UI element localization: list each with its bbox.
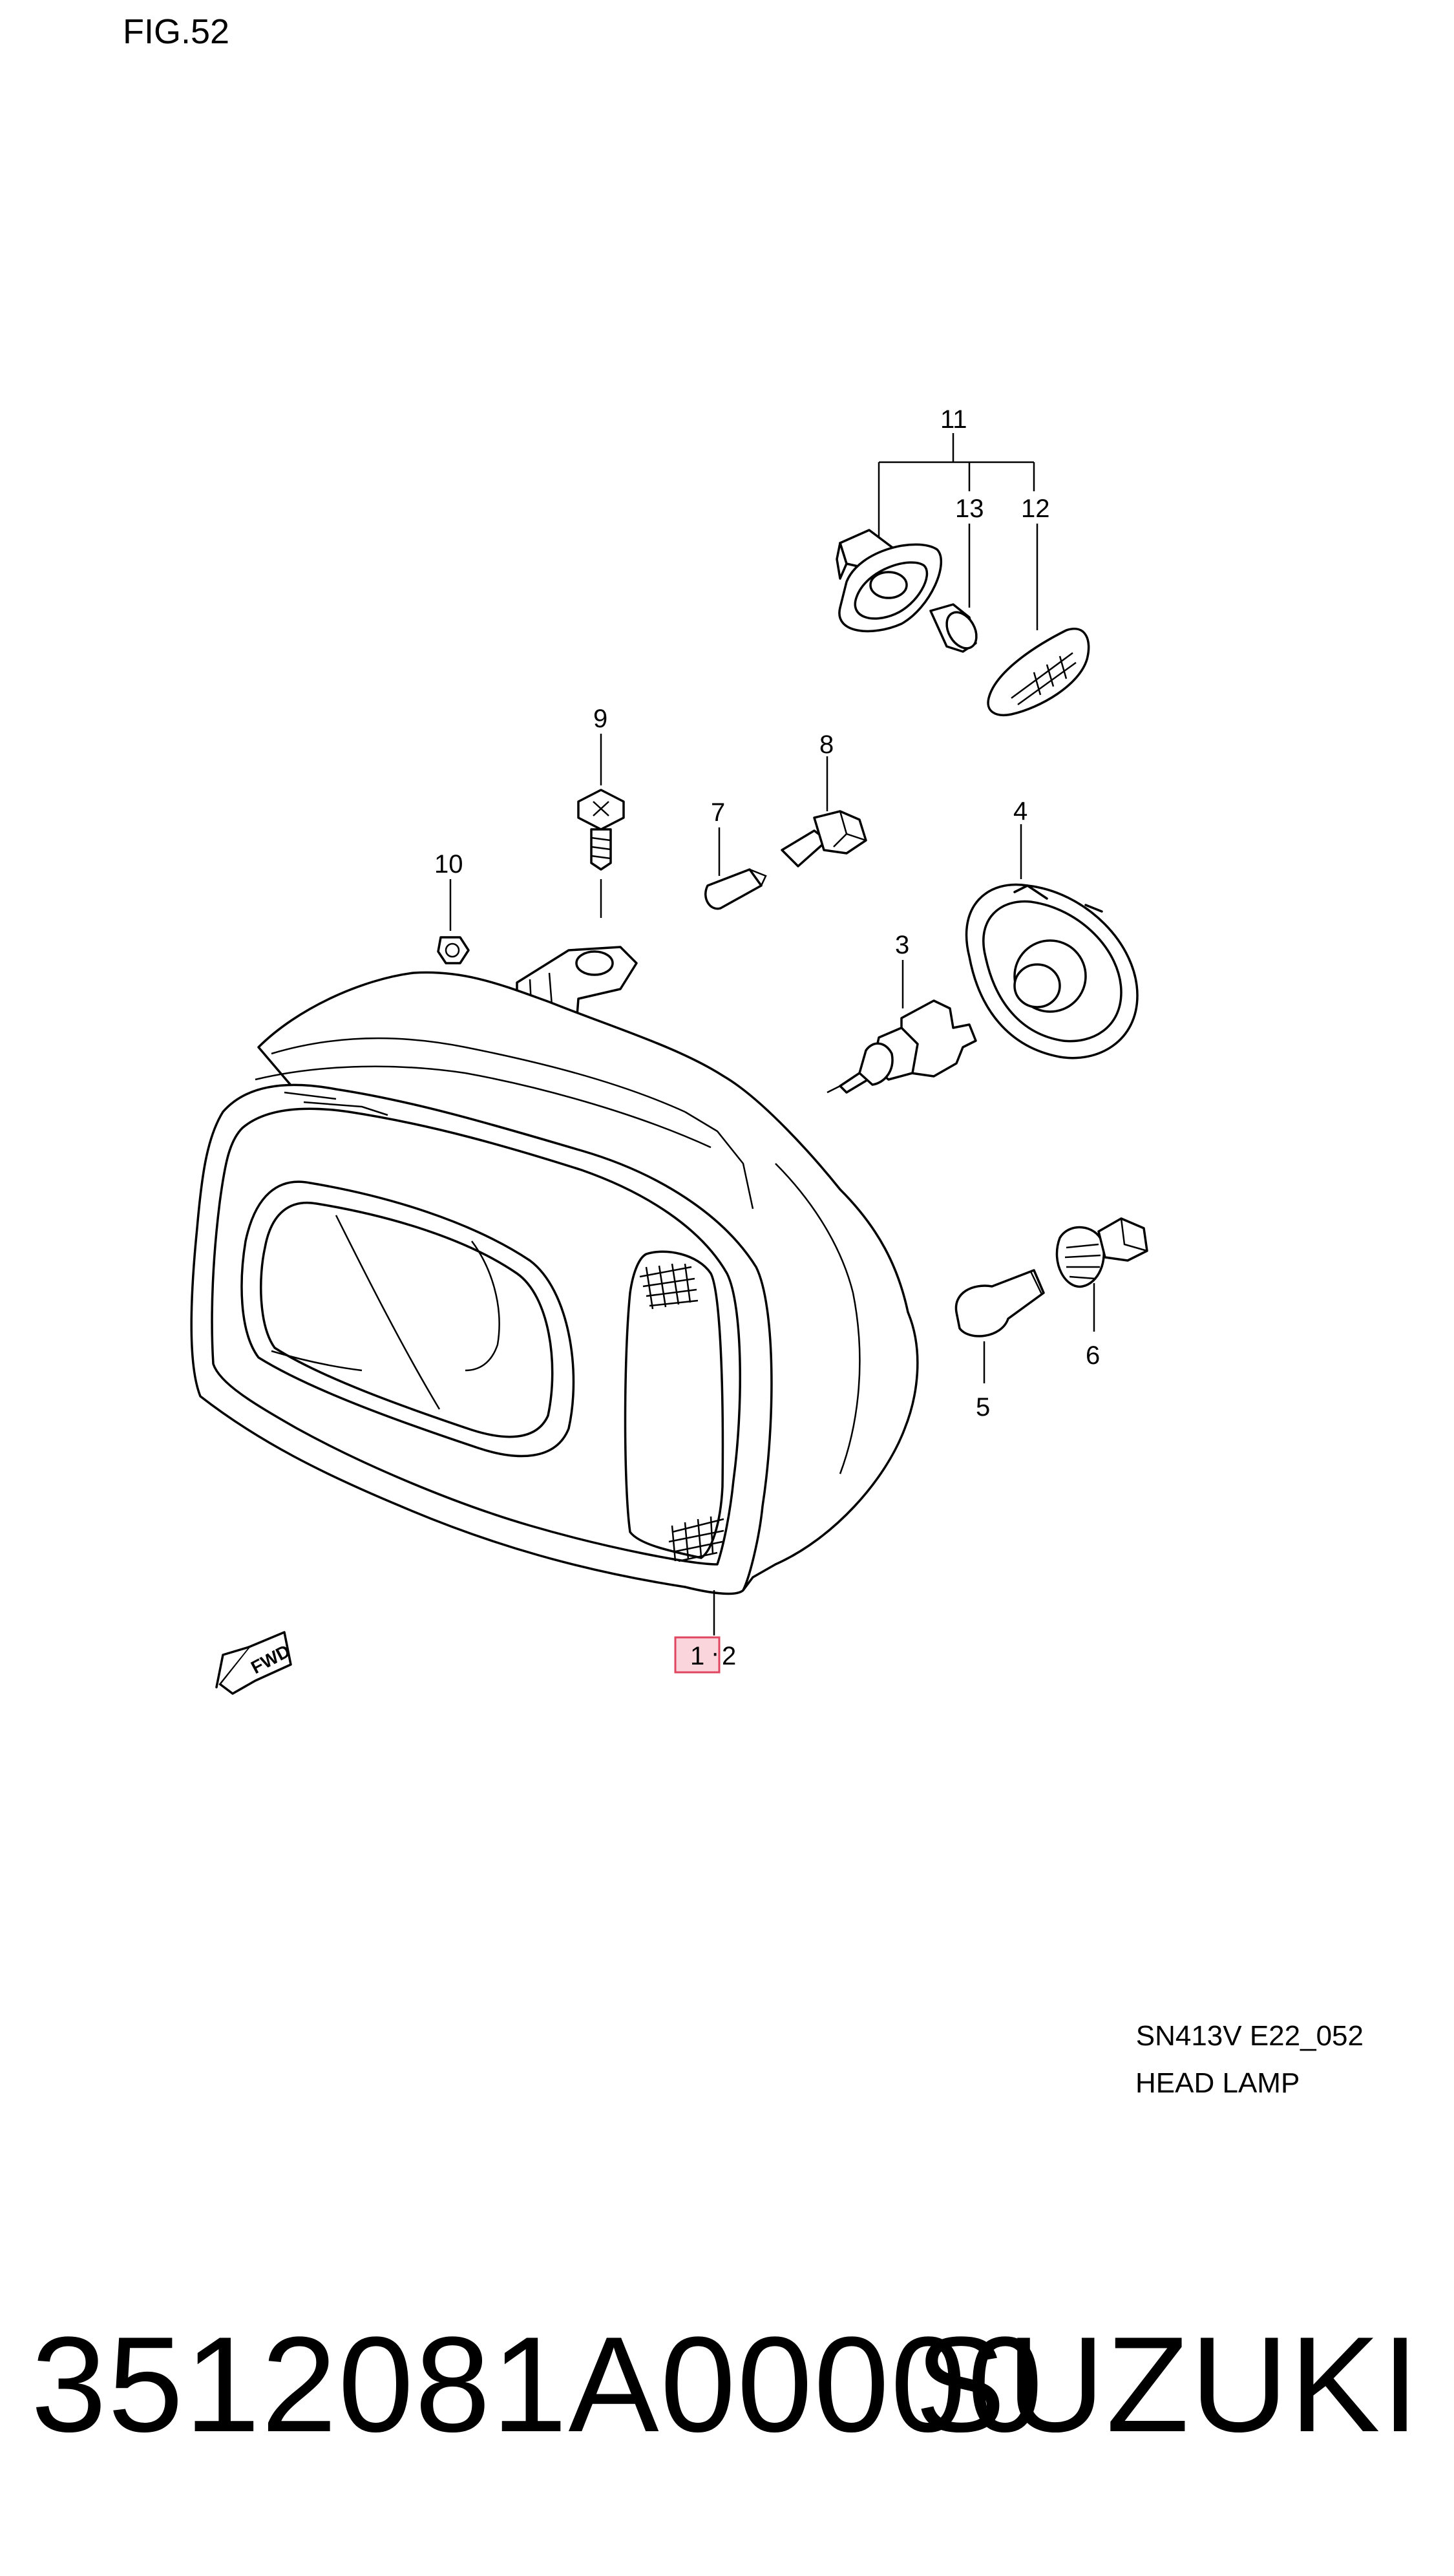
side-lamp-bulb — [929, 603, 978, 653]
halogen-bulb — [827, 960, 977, 1094]
callout-11: 11 — [940, 405, 967, 434]
callout-13: 13 — [955, 495, 984, 523]
figure-label: FIG.52 — [123, 12, 230, 51]
part-number: 3512081A00000 — [31, 2308, 1044, 2460]
callout-12: 12 — [1021, 495, 1050, 523]
position-bulb — [704, 827, 767, 910]
callout-1: 1 — [690, 1642, 704, 1670]
callout-8: 8 — [819, 730, 834, 759]
side-lamp-socket — [836, 529, 943, 633]
position-socket — [781, 756, 867, 868]
headlamp-assembly — [190, 946, 919, 1595]
part-11-leader — [878, 433, 1038, 630]
callout-6: 6 — [1086, 1341, 1100, 1370]
lamp-cover-ring — [965, 824, 1139, 1059]
sheet-code: SN413V E22_052 — [1135, 2020, 1364, 2052]
part-1-highlight — [674, 1636, 721, 1674]
side-turn-lens — [987, 628, 1090, 716]
callout-9: 9 — [593, 705, 607, 733]
head-lamp-exploded-diagram: FWD 11 13 12 9 8 7 4 10 3 6 5 1 · 2 — [190, 405, 1148, 1695]
turn-signal-socket — [1055, 1217, 1148, 1332]
callout-10: 10 — [434, 850, 463, 878]
callout-7: 7 — [711, 798, 725, 827]
callout-3: 3 — [895, 931, 909, 959]
brand-name: SUZUKI — [914, 2308, 1420, 2460]
callout-2: 2 — [722, 1642, 736, 1670]
callout-4: 4 — [1013, 797, 1027, 825]
fwd-direction-marker: FWD — [215, 1631, 293, 1695]
turn-signal-bulb — [954, 1269, 1045, 1383]
screw — [577, 734, 625, 918]
clip — [437, 879, 470, 964]
callout-5: 5 — [976, 1393, 990, 1421]
sheet-title: HEAD LAMP — [1135, 2067, 1300, 2099]
callout-separator: · — [711, 1639, 719, 1667]
